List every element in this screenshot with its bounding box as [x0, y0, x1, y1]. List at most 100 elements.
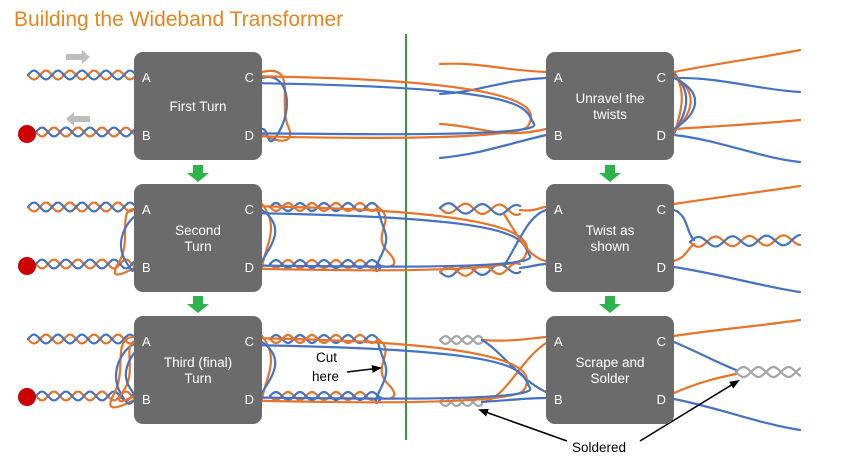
terminal-label-d: D: [245, 260, 254, 275]
box-label-line: Third (final): [164, 355, 232, 370]
turn-bottom-twist-2: [268, 258, 380, 270]
retwist-orange-in-a: [518, 205, 548, 212]
terminal-label-c: C: [245, 70, 254, 85]
box-label-line: Scrape and: [575, 355, 644, 370]
solder-orange-2: [480, 341, 548, 404]
start-dot-3: [18, 388, 36, 406]
terminal-label-c: C: [657, 202, 666, 217]
turn-top-twist-2: [268, 201, 380, 213]
box-label-line: Unravel the: [575, 91, 644, 106]
soldered-joint-right: [734, 365, 802, 379]
box-label-line: Solder: [590, 371, 630, 386]
terminal-label-b: B: [142, 392, 151, 407]
transformer-box-left-1: First Turn A C B D: [134, 52, 262, 160]
solder-blue-2: [480, 396, 548, 404]
terminal-label-b: B: [142, 128, 151, 143]
retwist-blue-out-b: [672, 265, 802, 294]
unravel-orange-a-left: [438, 62, 548, 74]
turn-top-twist-3: [268, 333, 380, 345]
retwist-upper-left: [438, 202, 522, 216]
terminal-label-a: A: [554, 202, 563, 217]
retwist-orange-out-a: [672, 184, 802, 206]
unravel-blue-b-right: [672, 133, 802, 164]
soldered-label: Soldered: [572, 440, 626, 455]
unravel-blue-b-left: [438, 133, 548, 160]
soldered-pointer-left: [478, 408, 568, 442]
solder-orange-1: [480, 335, 548, 342]
terminal-label-b: B: [554, 128, 563, 143]
box-label-line: Turn: [184, 239, 211, 254]
step-arrow-right-2: [599, 296, 621, 313]
return-direction-arrow: [66, 112, 90, 126]
solder-right-join-a: [672, 340, 738, 372]
winding-loop-1: [260, 69, 292, 143]
twisted-pair-in-b-1: [34, 126, 136, 138]
page-title: Building the Wideband Transformer: [14, 8, 344, 31]
retwist-join-a: [672, 208, 696, 242]
box-label-line: Twist as: [586, 223, 635, 238]
step-arrow-left-2: [187, 296, 209, 313]
box-label-line: First Turn: [169, 99, 226, 114]
terminal-label-a: A: [554, 334, 563, 349]
winding-turn-3: [260, 334, 277, 401]
step-arrow-left-1: [187, 165, 209, 182]
cut-note-line-1: Cut: [316, 350, 337, 365]
terminal-label-d: D: [657, 128, 666, 143]
unravel-winding-right: [672, 70, 697, 137]
solder-right-join-b: [672, 372, 738, 395]
retwist-middle-right: [688, 233, 802, 248]
box-label-line: Second: [175, 223, 221, 238]
solder-blue-out-b: [672, 397, 802, 432]
twisted-pair-in-a-1: [26, 69, 136, 81]
solder-orange-out-a: [672, 318, 802, 338]
terminal-label-c: C: [657, 70, 666, 85]
terminal-label-a: A: [142, 70, 151, 85]
solder-blue-1: [480, 338, 548, 394]
terminal-label-d: D: [657, 260, 666, 275]
terminal-label-a: A: [554, 70, 563, 85]
input-direction-arrow: [66, 50, 90, 64]
terminal-label-c: C: [245, 202, 254, 217]
retwist-cross-1: [502, 208, 548, 268]
winding-turn-2: [260, 202, 277, 269]
box-label-line: shown: [590, 239, 629, 254]
transformer-box-left-3: Third (final)Turn A C B D: [134, 316, 262, 424]
terminal-label-b: B: [554, 260, 563, 275]
terminal-label-a: A: [142, 202, 151, 217]
unravel-orange-b-right: [672, 118, 802, 131]
terminal-label-d: D: [245, 128, 254, 143]
cut-pointer-arrow: [346, 364, 382, 373]
box-label-line: twists: [593, 107, 627, 122]
left-winding-3: [109, 335, 140, 409]
start-dot-2: [18, 257, 36, 275]
box-label-line: Turn: [184, 371, 211, 386]
start-dot-1: [18, 125, 36, 143]
terminal-label-b: B: [554, 392, 563, 407]
cut-note-line-2: here: [312, 369, 339, 384]
twisted-pair-in-a-2: [26, 201, 136, 213]
step-arrow-right-1: [599, 165, 621, 182]
terminal-label-d: D: [657, 392, 666, 407]
twisted-pair-in-b-3: [34, 390, 136, 402]
terminal-label-c: C: [245, 334, 254, 349]
unravel-blue-a-right: [672, 76, 802, 94]
retwist-join-b: [672, 242, 696, 263]
soldered-pointer-right: [639, 379, 740, 442]
twisted-pair-in-a-3: [26, 333, 136, 345]
retwist-blue-in-b: [518, 262, 548, 270]
wire-layer: [26, 48, 802, 432]
unravel-orange-a-right: [672, 48, 802, 74]
terminal-label-a: A: [142, 334, 151, 349]
terminal-label-c: C: [657, 334, 666, 349]
soldered-joint-left-top: [438, 334, 484, 346]
terminal-label-b: B: [142, 260, 151, 275]
retwist-cross-2: [502, 212, 548, 263]
terminal-label-d: D: [245, 392, 254, 407]
turn-bottom-twist-3: [268, 390, 380, 402]
